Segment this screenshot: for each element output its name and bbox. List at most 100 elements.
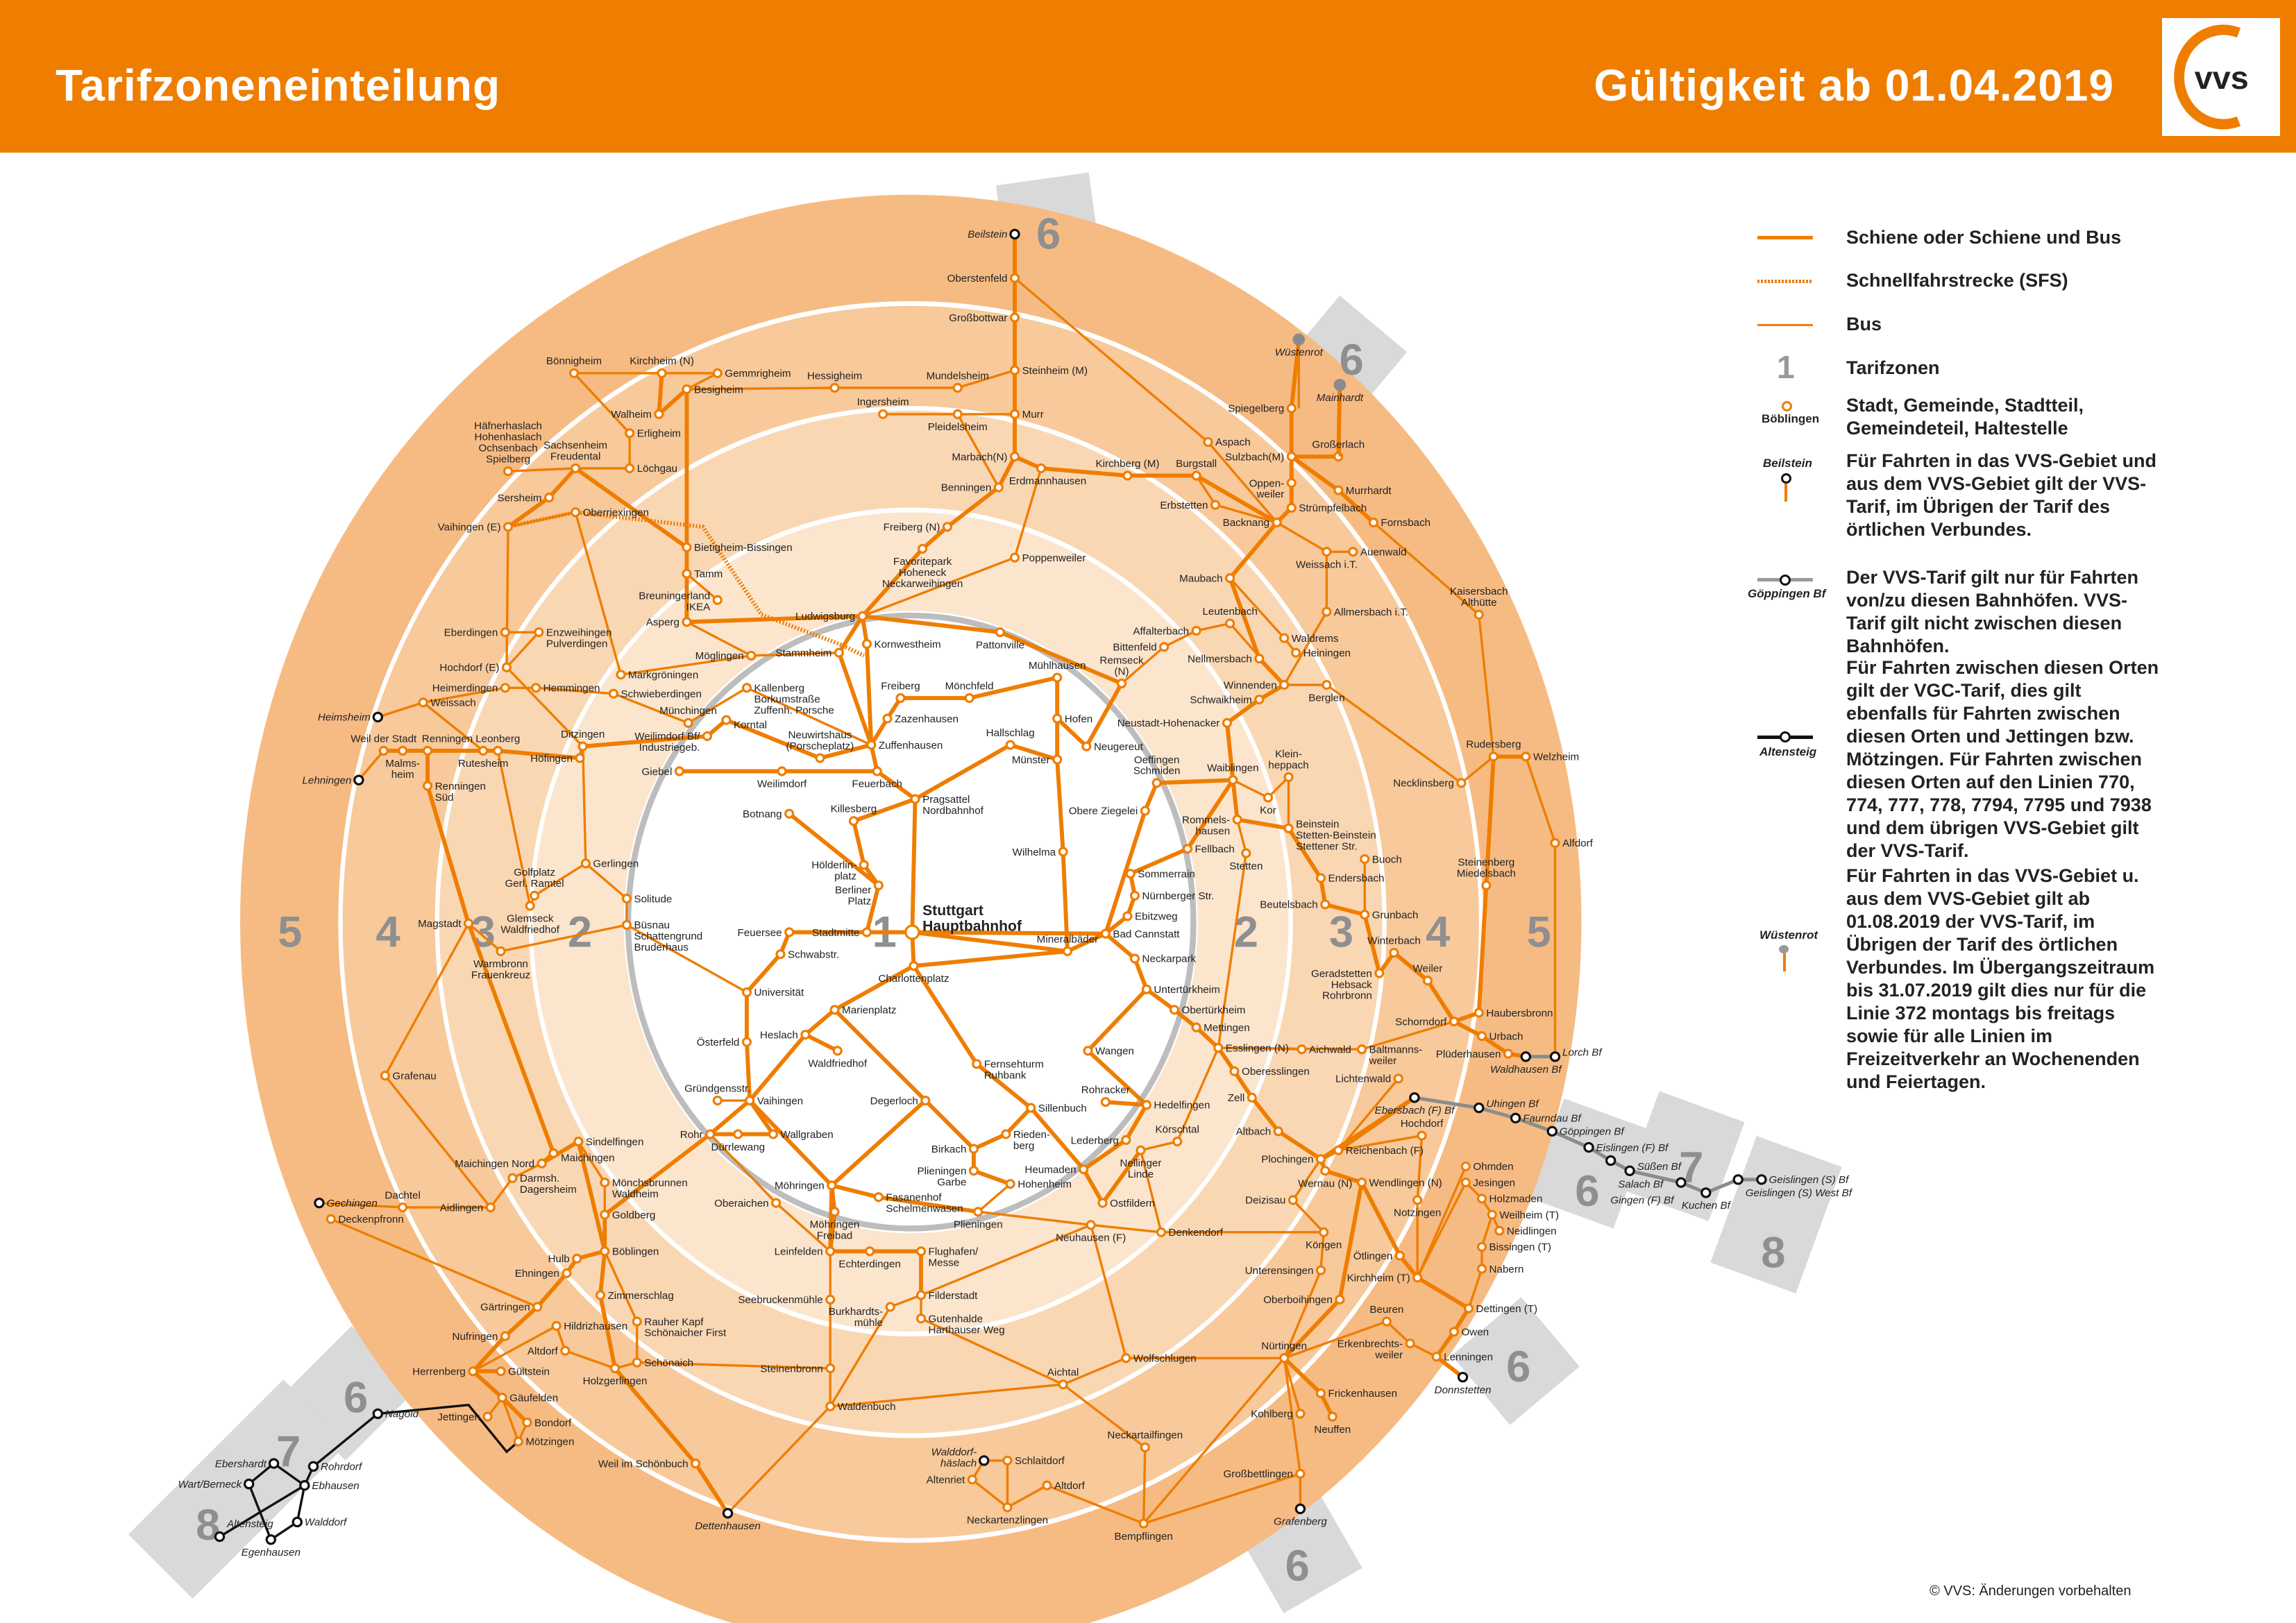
station-label: Weissach (430, 697, 476, 709)
rail-line (507, 466, 689, 550)
station-marker (482, 1411, 493, 1422)
station-label-line: Maichingen (561, 1153, 615, 1164)
station-label: Neustadt-Hohenacker (1117, 717, 1220, 729)
zone-number: 5 (1527, 908, 1551, 957)
station-label: Weil im Schönbuch (598, 1458, 689, 1470)
station-label-line: Schorndorf (1395, 1016, 1447, 1028)
station-label-line: Korntal (734, 719, 767, 731)
station-marker (1394, 1250, 1405, 1261)
station-marker (1335, 1294, 1345, 1305)
station-marker (848, 816, 859, 826)
station-label-line: Marbach(N) (952, 451, 1007, 463)
station-label-line: Allmersbach i.T. (1334, 606, 1408, 618)
station-marker (1079, 1164, 1089, 1175)
station-label-line: Welzheim (1533, 751, 1579, 763)
station-label-line: Möglingen (695, 650, 744, 662)
station-marker (1279, 679, 1290, 690)
station-label-line: Linde (1128, 1169, 1154, 1180)
station-marker (866, 740, 877, 750)
station-label-line: Giebel (641, 766, 672, 778)
station-label-line: Holzmaden (1489, 1193, 1543, 1205)
station-label: Besigheim (694, 384, 743, 396)
station-label-line: Oberstenfeld (947, 273, 1008, 284)
station-marker (1320, 899, 1331, 910)
station-marker (497, 1393, 507, 1403)
station-label: Hedelfingen (1154, 1100, 1210, 1112)
station-label: Löchgau (637, 463, 677, 475)
station-label-line: Pattonville (976, 639, 1024, 651)
station-label: Berglen (1308, 692, 1344, 704)
legend-sfs: Schnellfahrstrecke (SFS) (1756, 251, 2284, 295)
station-marker (1487, 1209, 1497, 1220)
station-label-line: Erbstetten (1160, 500, 1208, 511)
station-label: Maichingen Nord (455, 1158, 534, 1170)
station-marker (1393, 1073, 1403, 1084)
station-marker (610, 1363, 621, 1374)
station-marker (551, 1320, 562, 1331)
central-station-marker (904, 924, 920, 940)
station-marker (422, 781, 433, 791)
station-label: Sillenbuch (1038, 1103, 1087, 1114)
outer-zone-box (128, 1445, 282, 1599)
station-marker (595, 1290, 606, 1300)
station-label: Zuffenhausen (879, 740, 943, 751)
station-label-line: Steinheim (M) (1022, 365, 1088, 377)
station-marker (920, 1095, 931, 1106)
zone-number: 8 (1761, 1228, 1785, 1277)
station-label-line: Wallgraben (780, 1129, 833, 1141)
station-marker (1381, 1316, 1392, 1327)
station-label-line: Sersheim (497, 492, 541, 504)
station-marker (608, 688, 619, 699)
station-marker (1297, 1044, 1307, 1055)
station-label-line: Aidlingen (440, 1202, 483, 1214)
station-label: Körschtal (1156, 1123, 1199, 1135)
station-label-line: hausen (1195, 825, 1230, 837)
station-marker (872, 766, 882, 776)
station-marker (1241, 848, 1251, 858)
station-marker (398, 745, 408, 756)
rail-line (788, 812, 880, 887)
station-marker (1283, 772, 1294, 783)
station-marker (1203, 436, 1213, 448)
station-label: Grunbach (1372, 909, 1419, 921)
station-label: Ebersbach (F) Bf (1375, 1105, 1455, 1116)
station-label-line: Ditzingen (561, 729, 605, 740)
station-label-line: Nellinger (1120, 1157, 1162, 1169)
station-label-line: Hildrizhausen (564, 1320, 627, 1332)
station-marker (1169, 1005, 1180, 1015)
station-label-line: Dettingen (T) (1476, 1303, 1538, 1315)
station-marker (513, 1436, 523, 1447)
station-label-line: Grafenberg (1274, 1516, 1327, 1528)
station-label: Kohlberg (1251, 1409, 1293, 1420)
zone-number: 6 (1506, 1343, 1530, 1391)
station-marker (1097, 1198, 1108, 1208)
vgc-station-marker (214, 1531, 226, 1543)
station-label: Wallgraben (780, 1129, 833, 1141)
station-label: Steinheim (M) (1022, 365, 1088, 377)
station-label: Echterdingen (838, 1258, 900, 1270)
station-label-line: Nürnberger Str. (1142, 890, 1215, 902)
station-marker (1121, 1135, 1131, 1146)
station-label-line: Göppingen Bf (1560, 1126, 1626, 1138)
station-marker (682, 542, 692, 552)
station-label: Waldrems (1292, 633, 1339, 645)
border-station-marker (1549, 1051, 1561, 1062)
station-label-line: Messe (929, 1257, 960, 1269)
station-label-line: Affalterbach (1133, 625, 1189, 637)
station-marker (1322, 606, 1332, 617)
station-label: Vaihingen (757, 1095, 803, 1107)
gray-rail-station-marker (1732, 1174, 1744, 1185)
station-label-line: Poppenweiler (1022, 552, 1086, 564)
station-marker (825, 1246, 836, 1257)
station-label-line: Geislingen (S) West Bf (1746, 1187, 1853, 1199)
station-label: Marbach(N) (952, 451, 1007, 463)
validity-date: Gültigkeit ab 01.04.2019 (1594, 60, 2114, 110)
station-marker (537, 1158, 547, 1169)
station-marker (1322, 547, 1332, 557)
station-marker (1081, 741, 1092, 751)
station-marker (1272, 517, 1282, 528)
station-label-line: Spiegelberg (1228, 403, 1284, 415)
bus-line (581, 746, 587, 864)
